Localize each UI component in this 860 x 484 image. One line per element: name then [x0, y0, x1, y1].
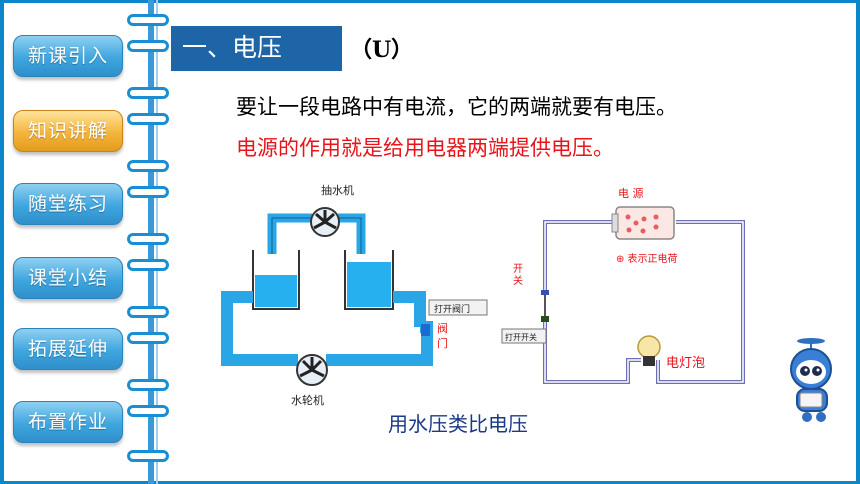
- open-valve-button-label: 打开阀门: [434, 303, 470, 315]
- frame-top: [0, 0, 860, 3]
- binder-ring: [127, 87, 169, 99]
- binder-ring: [127, 450, 169, 462]
- binder-ring: [127, 332, 169, 344]
- right-tank-icon: [344, 250, 394, 310]
- nav-label: 拓展延伸: [27, 338, 108, 360]
- valve-label-1: 阀: [437, 321, 448, 335]
- nav-label: 知识讲解: [27, 120, 108, 142]
- binder-ring: [127, 306, 169, 318]
- open-switch-button-label: 打开开关: [505, 332, 537, 342]
- body-text-2-highlight: 电源的作用就是给用电器两端提供电压。: [236, 136, 614, 160]
- circuit-diagram: 电 源 ⊕ 表示正电荷 开 关 打开开关 电灯泡: [501, 186, 745, 384]
- body-text-1: 要让一段电路中有电流，它的两端就要有电压。: [236, 95, 677, 119]
- frame-left: [0, 0, 4, 484]
- nav-label: 布置作业: [27, 411, 108, 433]
- binder-ring: [127, 40, 169, 52]
- section-title-background: [171, 26, 342, 71]
- binder-ring: [127, 379, 169, 391]
- turbine-icon: [296, 354, 328, 386]
- binder-ring: [127, 233, 169, 245]
- nav-label: 课堂小结: [27, 267, 108, 289]
- robot-mascot-icon: [790, 338, 832, 422]
- nav-extension-button[interactable]: 拓展延伸: [13, 328, 123, 370]
- diagram-caption: 用水压类比电压: [388, 412, 528, 436]
- nav-new-lesson-button[interactable]: 新课引入: [13, 35, 123, 77]
- binder-ring: [127, 259, 169, 271]
- switch-icon: [541, 290, 549, 322]
- switch-label-1: 开: [513, 264, 523, 275]
- switch-label-2: 关: [513, 274, 523, 287]
- binder-ring: [127, 405, 169, 417]
- battery-icon: [611, 206, 675, 240]
- nav-summary-button[interactable]: 课堂小结: [13, 257, 123, 299]
- nav-label: 新课引入: [27, 45, 108, 67]
- valve-icon: [421, 324, 430, 336]
- pump-label: 抽水机: [321, 183, 354, 197]
- binder-ring: [127, 186, 169, 198]
- nav-knowledge-button[interactable]: 知识讲解: [13, 110, 123, 152]
- turbine-label: 水轮机: [291, 393, 324, 407]
- pump-icon: [310, 207, 340, 237]
- water-analogy-diagram: 抽水机 水轮机 打开阀门 阀 门: [221, 183, 488, 407]
- binder-ring: [127, 14, 169, 26]
- charge-legend: ⊕ 表示正电荷: [616, 252, 678, 265]
- open-valve-button[interactable]: 打开阀门: [428, 299, 488, 316]
- nav-homework-button[interactable]: 布置作业: [13, 401, 123, 443]
- nav-label: 随堂练习: [27, 193, 108, 215]
- source-label: 电 源: [618, 186, 644, 200]
- section-title: 一、电压: [182, 33, 283, 62]
- open-switch-button[interactable]: 打开开关: [501, 328, 547, 344]
- bulb-label: 电灯泡: [666, 356, 705, 371]
- light-bulb-icon: [637, 335, 661, 366]
- frame-bottom: [0, 481, 860, 484]
- left-tank-icon: [252, 250, 300, 310]
- binder-ring: [127, 160, 169, 172]
- voltage-symbol: （U）: [350, 37, 414, 63]
- valve-label-2: 门: [437, 336, 448, 350]
- frame-right: [856, 0, 860, 484]
- nav-practice-button[interactable]: 随堂练习: [13, 183, 123, 225]
- binder-ring: [127, 113, 169, 125]
